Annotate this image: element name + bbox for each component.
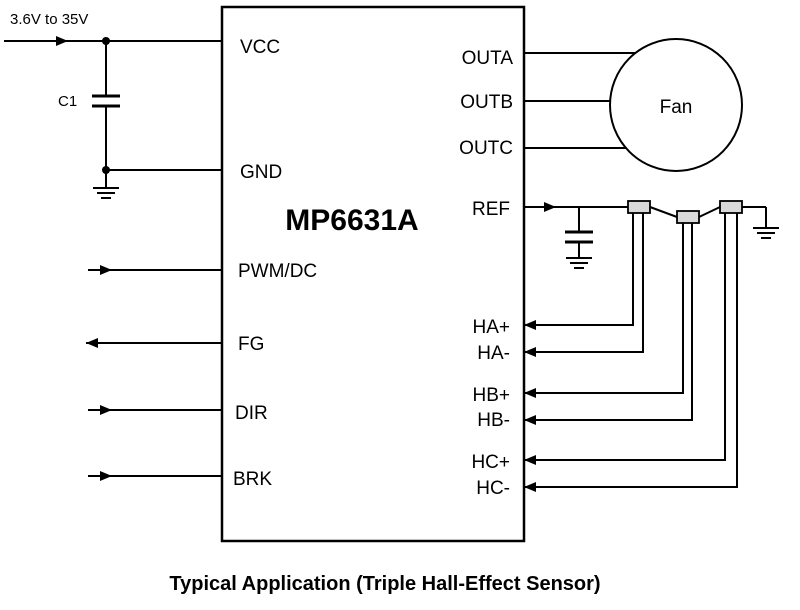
pin-gnd-label: GND	[240, 162, 282, 183]
pin-hb-minus-label: HB-	[477, 410, 510, 431]
pin-hb-plus-label: HB+	[473, 385, 511, 406]
ha-minus-wire	[524, 213, 644, 357]
fg-output-wire	[86, 338, 222, 348]
ha-plus-wire	[524, 213, 634, 330]
supply-label: 3.6V to 35V	[10, 11, 88, 28]
pin-ref-label: REF	[472, 199, 510, 220]
fan-circle	[609, 38, 743, 172]
pin-hc-plus-label: HC+	[471, 452, 510, 473]
figure-caption: Typical Application (Triple Hall-Effect …	[169, 573, 600, 595]
pwm-input-wire	[88, 265, 222, 275]
hall-sensor-a	[627, 200, 651, 214]
dir-input-wire	[88, 405, 222, 415]
pin-ha-plus-label: HA+	[473, 317, 511, 338]
c1-label: C1	[58, 93, 77, 110]
hb-plus-wire	[524, 223, 684, 398]
pin-hc-minus-label: HC-	[476, 478, 510, 499]
pin-dir-label: DIR	[235, 403, 268, 424]
hall-sensor-c	[719, 200, 743, 214]
chip-body	[220, 5, 526, 543]
pin-ha-minus-label: HA-	[477, 343, 510, 364]
ref-network	[524, 200, 779, 269]
pin-outc-label: OUTC	[459, 138, 513, 159]
fan-label: Fan	[660, 97, 693, 118]
pin-fg-label: FG	[238, 334, 264, 355]
hb-minus-wire	[524, 223, 693, 425]
ground-symbol-right	[753, 227, 779, 239]
ref-arrow	[544, 202, 556, 212]
ground-symbol-left	[93, 187, 119, 199]
brk-input-wire	[88, 471, 222, 481]
supply-input-arrow	[56, 36, 68, 46]
hall-sensor-b	[676, 210, 700, 224]
pin-outb-label: OUTB	[460, 92, 513, 113]
pin-outa-label: OUTA	[462, 48, 514, 69]
supply-section: 3.6V to 35V C1	[4, 11, 222, 199]
pin-pwm-label: PWM/DC	[238, 261, 317, 282]
pin-vcc-label: VCC	[240, 37, 280, 58]
hc-minus-wire	[524, 213, 738, 492]
pin-brk-label: BRK	[233, 469, 272, 490]
chip-name: MP6631A	[285, 204, 418, 237]
ground-symbol-ref-cap	[566, 257, 592, 269]
hc-plus-wire	[524, 213, 726, 465]
